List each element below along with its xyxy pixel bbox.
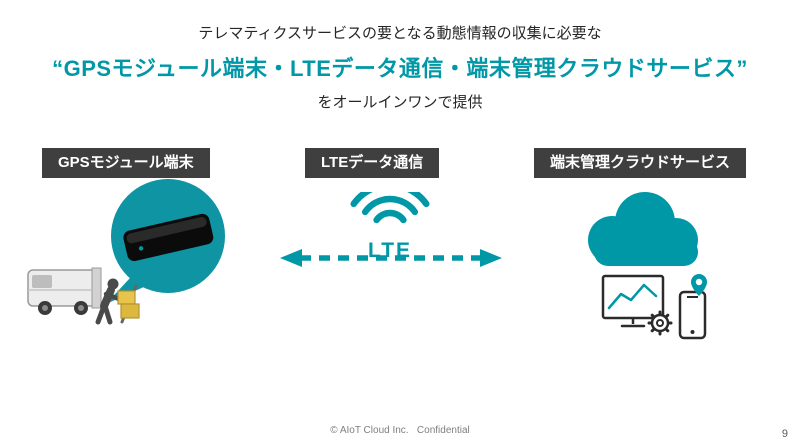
lte-signal-icon <box>350 181 430 224</box>
gear-icon <box>647 310 673 336</box>
van-icon <box>27 267 102 315</box>
header-line-1: テレマティクスサービスの要となる動態情報の収集に必要な <box>198 25 602 42</box>
gps-device-icon <box>123 213 214 262</box>
slide-header: テレマティクスサービスの要となる動態情報の収集に必要な “GPSモジュール端末・… <box>0 22 800 112</box>
header-line-2-highlight: “GPSモジュール端末・LTEデータ通信・端末管理クラウドサービス” <box>52 56 748 81</box>
management-devices <box>600 272 712 346</box>
double-arrow-icon <box>280 249 502 267</box>
monitor-chart-icon <box>601 274 665 328</box>
connection-arrow <box>278 246 504 270</box>
page-number: 9 <box>781 428 788 440</box>
footer-copyright: © AIoT Cloud Inc. Confidential <box>330 425 470 436</box>
cloud-service-illustration <box>568 182 716 274</box>
gps-module-illustration <box>18 172 288 357</box>
cloud-icon <box>588 192 698 266</box>
smartphone-pin-icon <box>678 274 707 340</box>
section-label-gps-module: GPSモジュール端末 <box>42 148 210 178</box>
section-label-cloud-service: 端末管理クラウドサービス <box>534 148 747 178</box>
header-line-3: をオールインワンで提供 <box>317 94 483 111</box>
worker-handtruck-icon <box>95 278 140 325</box>
section-label-lte-data: LTEデータ通信 <box>305 148 440 178</box>
gps-module-illustration-svg <box>27 179 225 325</box>
management-devices-svg <box>601 274 707 340</box>
